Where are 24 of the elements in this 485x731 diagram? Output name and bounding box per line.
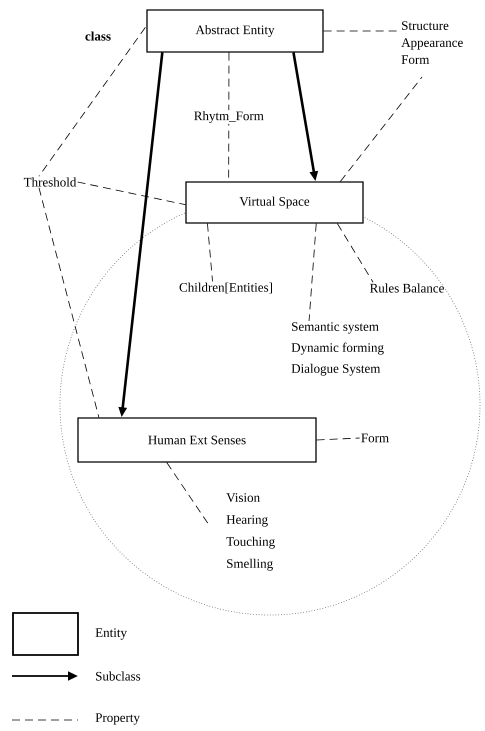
property-line xyxy=(337,223,374,283)
property-line xyxy=(77,182,186,206)
entity-box: Abstract Entity xyxy=(146,9,324,53)
property-list: Semantic system Dynamic forming Dialogue System xyxy=(292,322,384,376)
property-line xyxy=(207,223,213,282)
property-line xyxy=(38,26,146,177)
property-text: Form xyxy=(361,434,389,442)
legend-text: Subclass xyxy=(96,671,140,681)
property-text: Rules Balance xyxy=(370,283,444,293)
property-text: Children[Entities] xyxy=(180,282,272,294)
property-line xyxy=(38,187,100,418)
entity-box: Virtual Space xyxy=(185,181,364,224)
property-list: Vision Hearing Touching Smelling xyxy=(226,493,275,571)
property-line xyxy=(316,438,360,440)
property-list: Structure Appearance Form xyxy=(401,21,463,64)
legend-text: Property xyxy=(96,713,140,725)
property-line xyxy=(166,462,210,526)
class-label: class xyxy=(85,31,111,41)
property-text: Threshold xyxy=(24,177,76,187)
property-line xyxy=(308,223,317,322)
entity-box: Human Ext Senses xyxy=(77,417,317,463)
edge-label: Rhytm_Form xyxy=(192,110,265,124)
property-line xyxy=(340,76,422,182)
legend-text: Entity xyxy=(96,628,127,640)
